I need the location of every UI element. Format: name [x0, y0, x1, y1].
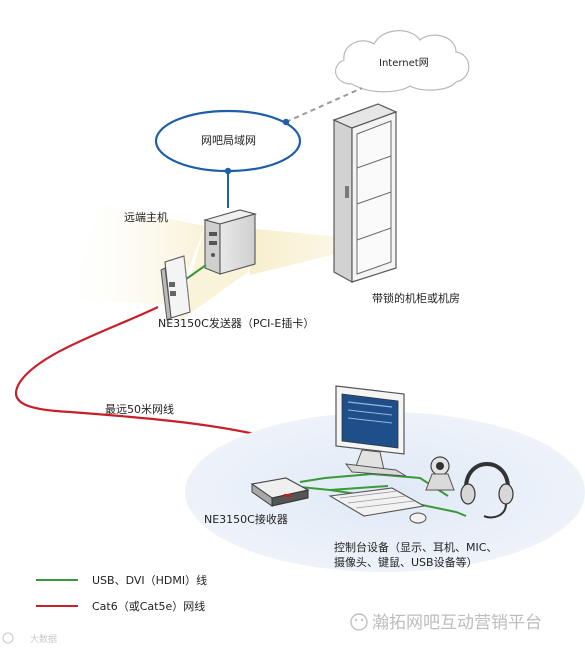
internet-dashed-link [285, 87, 363, 123]
lan-ellipse: 网吧局域网 [154, 109, 302, 175]
receiver-label: NE3150C接收器 [204, 512, 288, 526]
rack-cabinet: 带锁的机柜或机房 [332, 103, 460, 305]
mouse [409, 512, 427, 524]
watermark-brand-text: 瀚拓网吧互动营销平台 [372, 613, 542, 633]
internet-cloud: Internet网 [335, 30, 470, 93]
keyboard [328, 487, 426, 517]
legend: USB、DVI（HDMI）线 Cat6（或Cat5e）网线 [36, 573, 207, 613]
console-label-line2: 摄像头、键鼠、USB设备等） [334, 555, 478, 569]
rack-label: 带锁的机柜或机房 [372, 291, 460, 305]
sender-label: NE3150C发送器（PCI-E插卡） [158, 316, 314, 330]
headset [460, 462, 514, 519]
lan-node-internet [282, 118, 290, 126]
webcam [425, 456, 455, 491]
legend-usb-label: USB、DVI（HDMI）线 [92, 573, 207, 587]
watermark-corner-text: 大数据 [30, 633, 57, 645]
console-label-line1: 控制台设备（显示、耳机、MIC、 [334, 540, 497, 554]
monitor [335, 385, 407, 477]
receiver-box: NE3150C接收器 [204, 477, 310, 526]
watermark-brand: 瀚拓网吧互动营销平台 [350, 613, 542, 633]
remote-host-label: 远端主机 [124, 210, 168, 224]
wechat-icon [350, 613, 368, 631]
sender-pcie-card: NE3150C发送器（PCI-E插卡） [158, 255, 314, 330]
remote-host-tower: 远端主机 [124, 209, 258, 275]
lan-label: 网吧局域网 [201, 134, 256, 147]
legend-cat6-label: Cat6（或Cat5e）网线 [92, 599, 205, 613]
watermark-corner: 大数据 [2, 632, 57, 645]
cable-length-label: 最远50米网线 [105, 402, 174, 416]
internet-label: Internet网 [379, 57, 429, 69]
